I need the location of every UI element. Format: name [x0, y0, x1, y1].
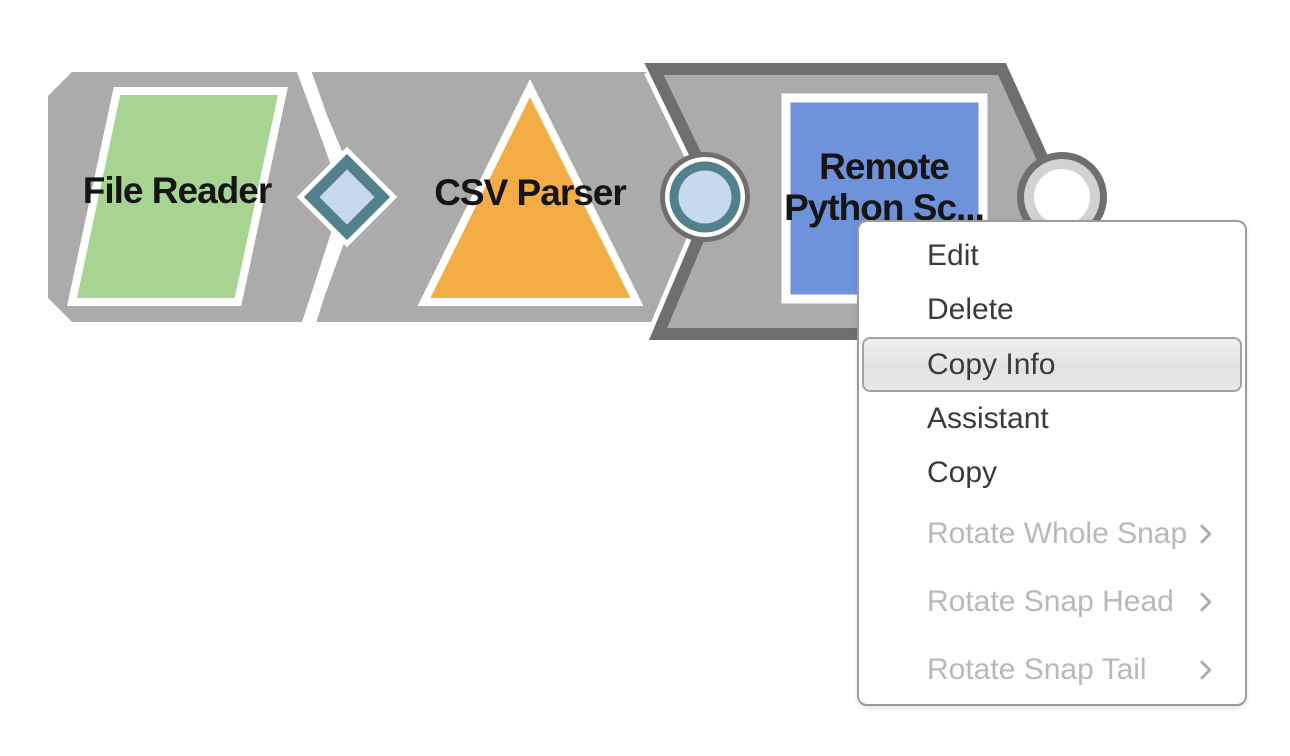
- context-menu-list: Edit Delete Copy Info Assistant Copy Rot…: [859, 229, 1245, 704]
- file-reader-shape-icon[interactable]: [67, 87, 288, 306]
- csv-parser-shape-icon[interactable]: [417, 79, 644, 306]
- submenu-chevron-icon: [1192, 660, 1212, 680]
- context-menu-item-copy[interactable]: Copy: [859, 446, 1245, 500]
- context-menu-item-rotate-snap-head: Rotate Snap Head: [859, 568, 1245, 636]
- context-menu-item-rotate-snap-tail: Rotate Snap Tail: [859, 636, 1245, 704]
- menu-item-label: Delete: [927, 293, 1014, 326]
- context-menu-item-rotate-whole-snap: Rotate Whole Snap: [859, 500, 1245, 568]
- menu-item-label: Copy: [927, 456, 998, 489]
- menu-item-label: Copy Info: [927, 347, 1056, 381]
- submenu-chevron-icon: [1192, 524, 1212, 544]
- menu-item-label: Rotate Whole Snap: [927, 517, 1188, 550]
- context-menu-item-edit[interactable]: Edit: [859, 229, 1245, 283]
- context-menu-item-delete[interactable]: Delete: [859, 283, 1245, 337]
- context-menu: Edit Delete Copy Info Assistant Copy Rot…: [857, 220, 1247, 706]
- snap-label-csv-parser: CSV Parser: [434, 172, 627, 213]
- menu-item-label: Rotate Snap Tail: [927, 653, 1147, 686]
- document-connector-circle[interactable]: [660, 152, 750, 242]
- snap-label-remote-python: Remote Python Sc...: [764, 146, 1004, 228]
- menu-item-label: Edit: [927, 239, 979, 272]
- context-menu-item-copy-info[interactable]: Copy Info: [862, 337, 1242, 392]
- snap-label-file-reader: File Reader: [82, 170, 272, 211]
- submenu-chevron-icon: [1192, 592, 1212, 612]
- open-output-port-circle[interactable]: [1017, 152, 1107, 242]
- menu-item-label: Assistant: [927, 402, 1049, 435]
- menu-item-label: Rotate Snap Head: [927, 585, 1174, 618]
- context-menu-item-assistant[interactable]: Assistant: [859, 392, 1245, 446]
- snap-label-remote-line1: Remote: [819, 146, 950, 187]
